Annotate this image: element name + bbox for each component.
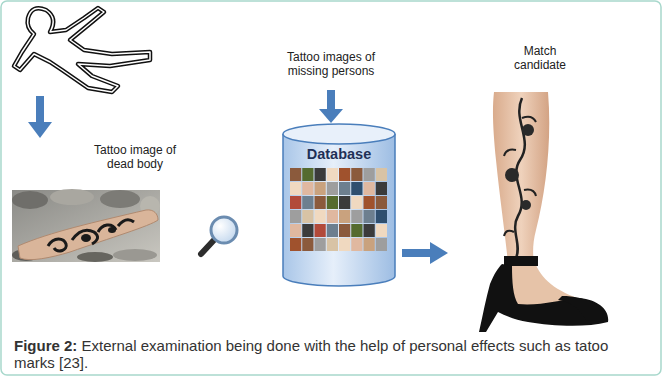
- database-cylinder: Database: [282, 124, 396, 286]
- thumbnail: [302, 196, 313, 209]
- thumbnail: [302, 210, 313, 223]
- leg-photo: [479, 92, 608, 332]
- magnifier-lens: [211, 217, 237, 243]
- magnifier-handle: [201, 240, 214, 254]
- thumbnail: [327, 210, 338, 223]
- high-heel-shoe: [479, 264, 608, 332]
- rock: [50, 189, 94, 205]
- arrow-shaft: [327, 90, 335, 110]
- thumbnail: [315, 168, 326, 181]
- thumbnail: [302, 238, 313, 251]
- thumbnail: [364, 182, 375, 195]
- flow-arrow: [319, 90, 343, 123]
- rock: [77, 252, 113, 262]
- foot-tattoo: [48, 220, 134, 251]
- thumbnail: [364, 168, 375, 181]
- thumbnail: [327, 224, 338, 237]
- image-heading: Tattoo image of dead body: [87, 143, 183, 171]
- database-label: Database: [282, 146, 396, 163]
- foot-tattoo: [81, 234, 91, 242]
- thumbnail: [351, 196, 362, 209]
- thumbnail: [376, 168, 387, 181]
- flow-arrow: [28, 96, 52, 138]
- thumbnail: [339, 182, 350, 195]
- thumbnail: [315, 196, 326, 209]
- thumbnail: [351, 224, 362, 237]
- shoe-strap: [504, 256, 538, 266]
- figure-caption: Figure 2: External examination being don…: [14, 337, 618, 371]
- thumbnail: [376, 224, 387, 237]
- leg-tattoo: [522, 124, 534, 136]
- thumbnail: [339, 168, 350, 181]
- flow-arrow: [402, 249, 430, 257]
- figure-number: Figure 2:: [14, 337, 77, 354]
- thumbnail: [302, 168, 313, 181]
- arrow-head: [28, 122, 52, 138]
- thumbnail: [351, 182, 362, 195]
- thumbnail: [376, 182, 387, 195]
- thumbnail: [315, 238, 326, 251]
- thumbnail: [315, 182, 326, 195]
- foot: [18, 210, 158, 260]
- thumbnail: [327, 182, 338, 195]
- thumbnail: [315, 224, 326, 237]
- thumbnail: [339, 210, 350, 223]
- leg-tattoo: [505, 168, 519, 182]
- thumbnail: [290, 238, 301, 251]
- thumbnail: [364, 238, 375, 251]
- leg-tattoo: [521, 200, 531, 210]
- thumbnail: [302, 224, 313, 237]
- thumbnail: [327, 196, 338, 209]
- image-heading: Match candidate: [505, 44, 575, 72]
- leg: [493, 92, 549, 264]
- thumbnail: [376, 210, 387, 223]
- thumbnail: [351, 238, 362, 251]
- thumbnail: [327, 168, 338, 181]
- chalk-outline: [14, 8, 150, 92]
- foot-tattoo: [108, 227, 116, 233]
- cylinder-body: [283, 134, 395, 286]
- input-label: Tattoo images of missing persons: [283, 50, 379, 78]
- thumbnail: [364, 210, 375, 223]
- rock: [113, 249, 157, 261]
- thumbnail: [290, 182, 301, 195]
- thumbnail: [327, 238, 338, 251]
- leg-tattoo: [504, 117, 536, 236]
- thumbnail: [339, 238, 350, 251]
- arrow-head: [319, 109, 343, 123]
- shoe-vamp: [558, 296, 608, 322]
- caption-text: External examination being done with the…: [14, 337, 608, 371]
- arrow-shaft: [36, 96, 44, 123]
- body-outline: [14, 8, 150, 92]
- magnifier-icon: [201, 217, 237, 254]
- thumbnail: [364, 224, 375, 237]
- rock-ground: [12, 190, 160, 262]
- cylinder-top: [283, 124, 395, 144]
- thumbnail: [351, 210, 362, 223]
- image-mosaic: [290, 168, 387, 251]
- thumbnail: [290, 168, 301, 181]
- thumbnail: [290, 210, 301, 223]
- thumbnail: [351, 168, 362, 181]
- thumbnail: [339, 196, 350, 209]
- foot-photo: [12, 189, 160, 262]
- match-photo: Match candidate: [452, 42, 614, 334]
- rock: [12, 191, 48, 209]
- thumbnail: [302, 182, 313, 195]
- rock: [100, 190, 140, 208]
- thumbnail: [339, 224, 350, 237]
- thumbnail: [364, 196, 375, 209]
- thumbnail: [315, 210, 326, 223]
- thumbnail: [290, 224, 301, 237]
- tattoo-photo: Tattoo image of dead body: [12, 140, 177, 264]
- chalk-line: [14, 8, 150, 92]
- thumbnail: [376, 196, 387, 209]
- thumbnail: [376, 238, 387, 251]
- thumbnail: [290, 196, 301, 209]
